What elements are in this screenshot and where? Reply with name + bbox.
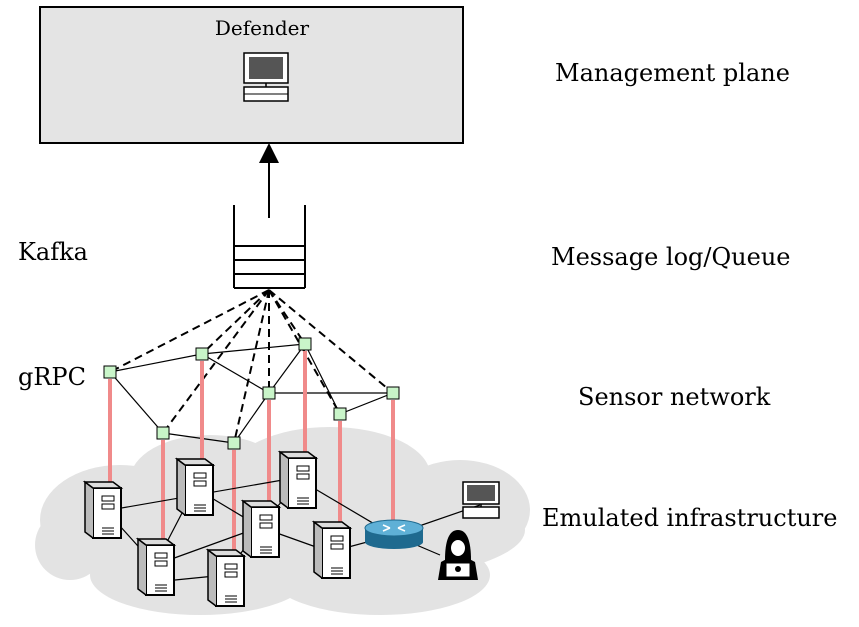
sensor-node-4 [262, 386, 276, 400]
management-plane-label: Management plane [555, 59, 790, 87]
emulated-infrastructure-label: Emulated infrastructure [542, 504, 838, 532]
sensor-node-3 [298, 337, 312, 351]
message-queue [233, 205, 306, 289]
sensor-attachments [108, 351, 395, 560]
message-log-queue-label: Message log/Queue [551, 243, 791, 271]
sensor-mesh-links [109, 343, 394, 444]
sensor-node-5 [156, 426, 170, 440]
sensor-nodes [103, 337, 400, 450]
sensor-network-label: Sensor network [578, 383, 771, 411]
defender-computer-icon [243, 52, 289, 102]
server-5 [207, 549, 245, 607]
router-icon [364, 519, 424, 549]
server-3 [137, 538, 175, 596]
sensor-node-2 [195, 347, 209, 361]
hacker-icon [438, 530, 478, 580]
grpc-label: gRPC [18, 363, 86, 391]
sensor-node-6 [227, 436, 241, 450]
server-2 [176, 458, 214, 516]
server-4 [242, 500, 280, 558]
kafka-label: Kafka [18, 238, 88, 266]
sensor-node-1 [103, 365, 117, 379]
attacker-computer-icon [462, 481, 500, 519]
sensor-node-7 [333, 407, 347, 421]
server-6 [279, 451, 317, 509]
server-7 [313, 521, 351, 579]
sensor-node-8 [386, 386, 400, 400]
server-1 [84, 481, 122, 539]
defender-label: Defender [215, 16, 310, 40]
